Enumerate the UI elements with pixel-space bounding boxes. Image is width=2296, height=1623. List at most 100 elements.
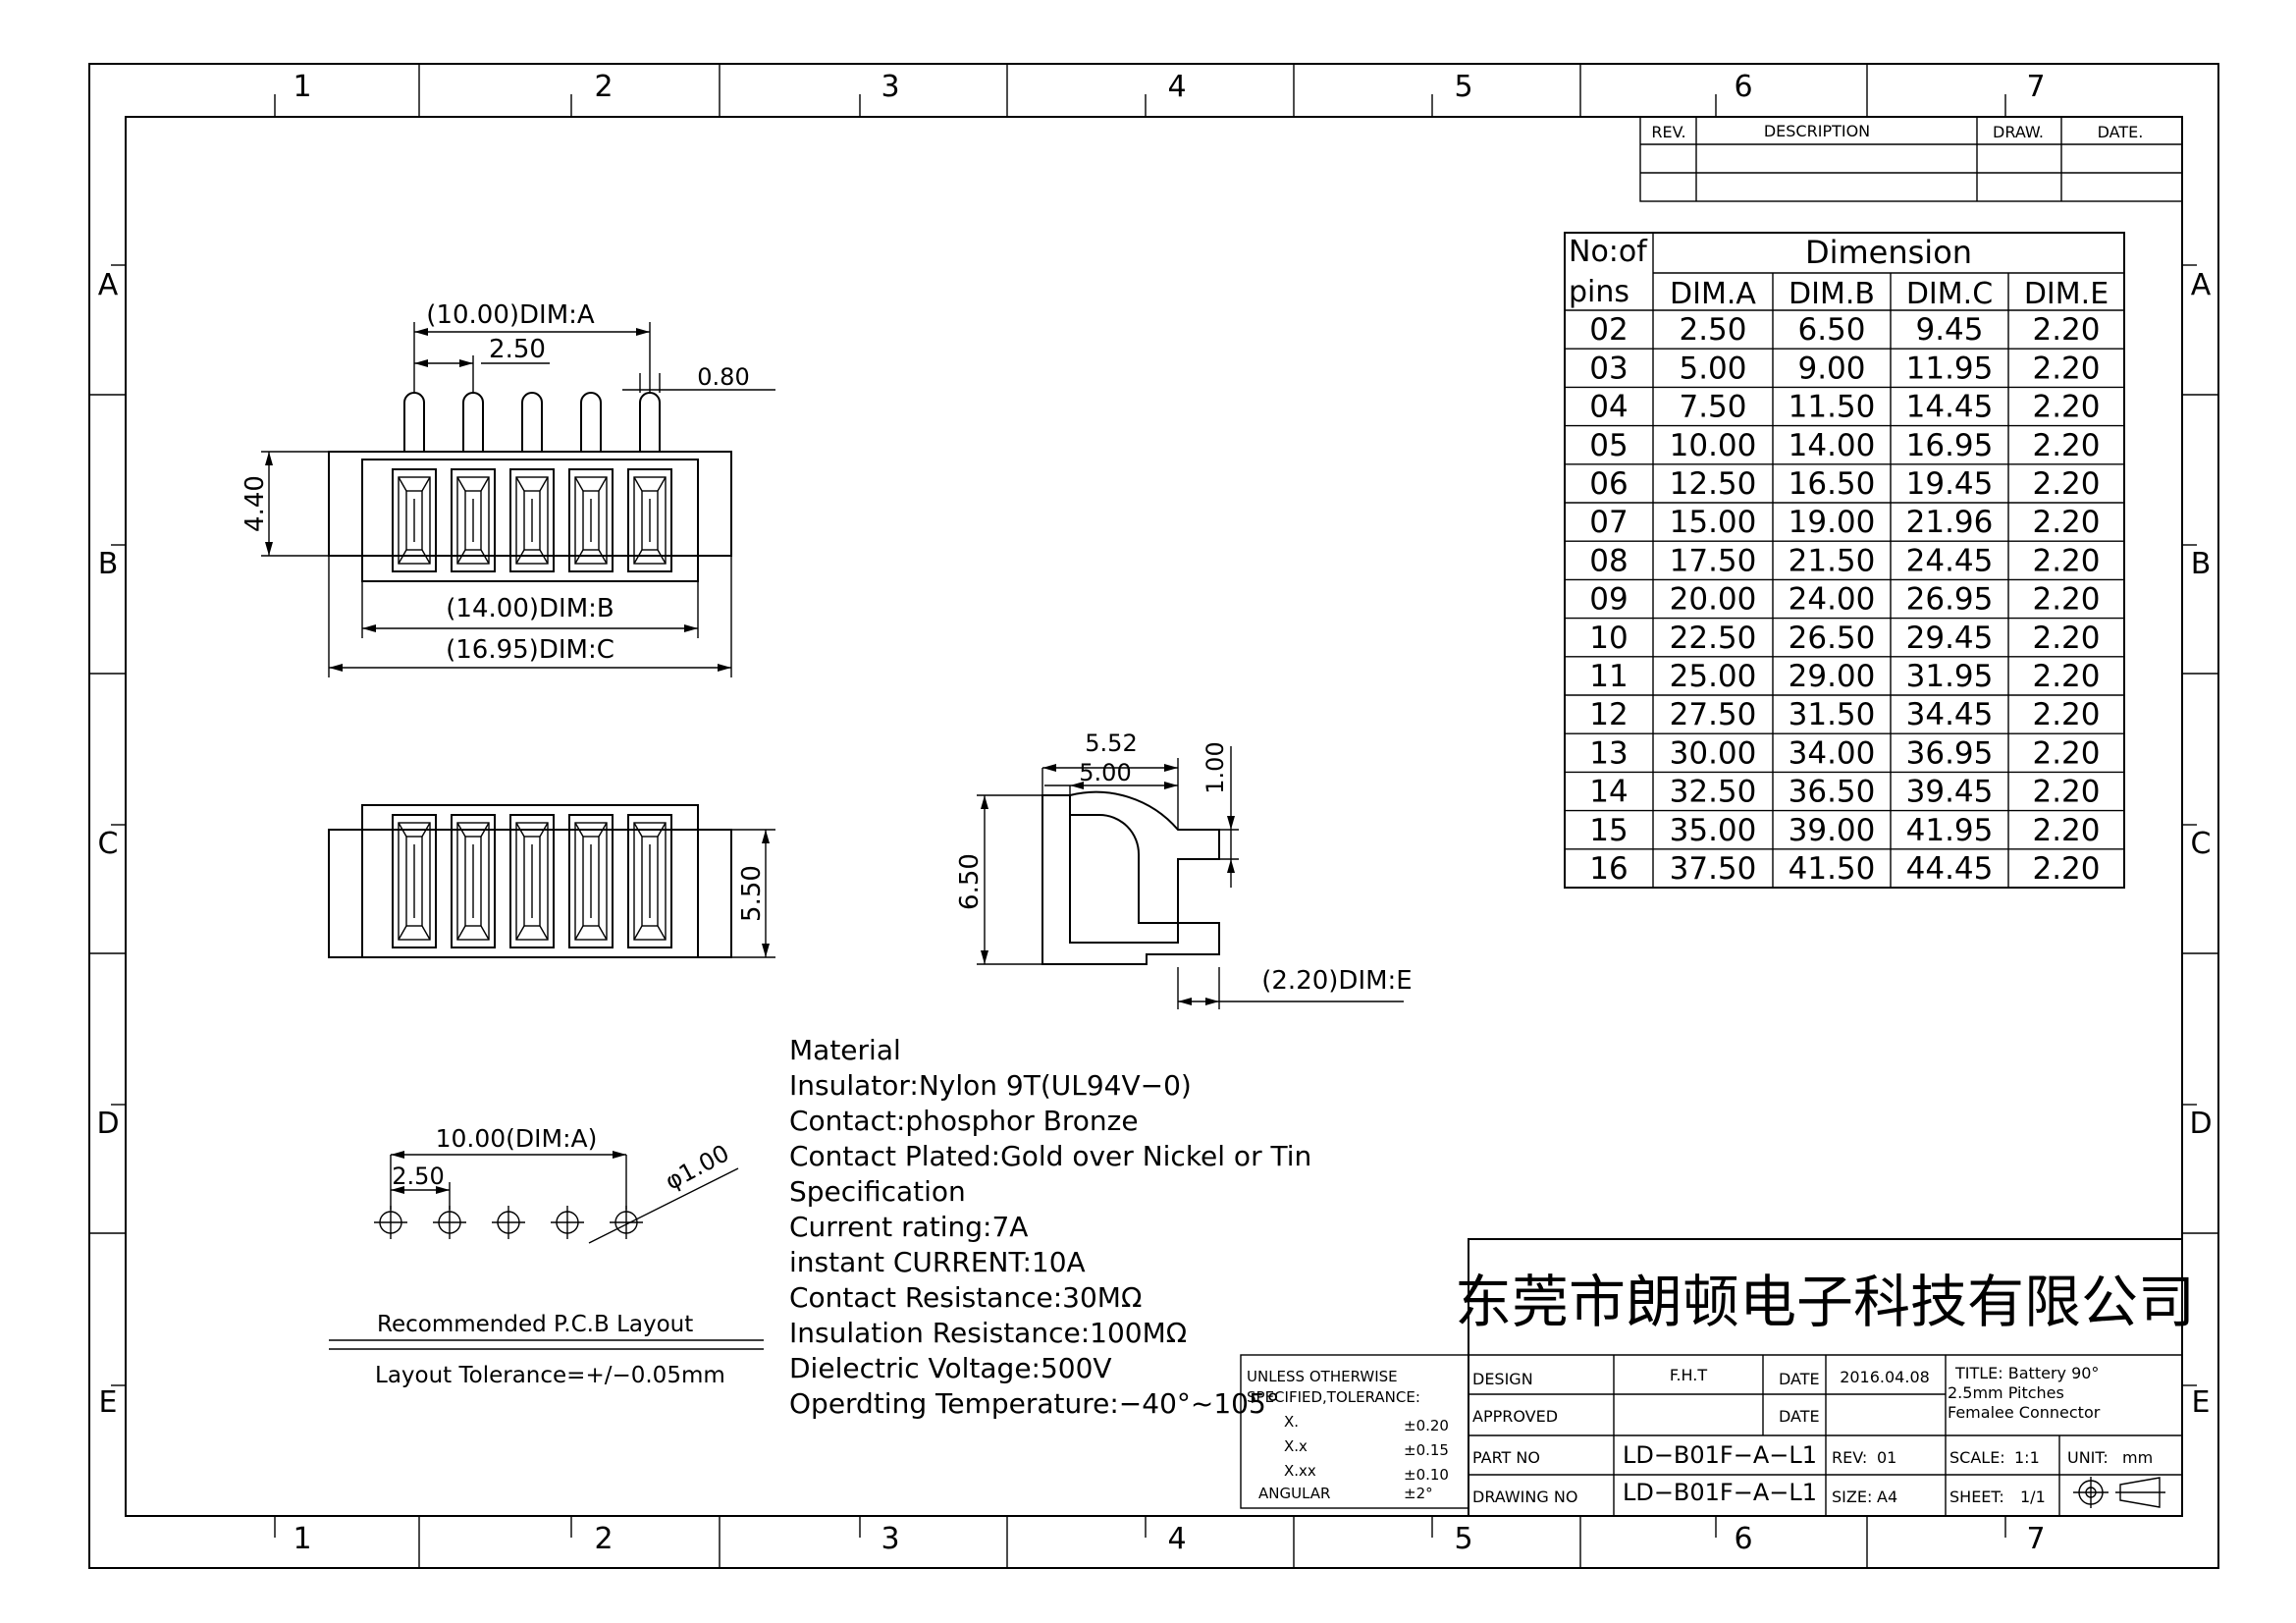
draw-header: DRAW. — [1993, 123, 2044, 141]
unit-value: mm — [2122, 1448, 2153, 1467]
size-label: SIZE: — [1832, 1488, 1872, 1506]
cell-pins-06: 06 — [1589, 466, 1628, 502]
cell-b-05: 14.00 — [1789, 428, 1876, 463]
pcb-holes — [374, 1206, 643, 1239]
cell-a-09: 20.00 — [1670, 582, 1757, 618]
cell-pins-05: 05 — [1589, 428, 1628, 463]
dim-a-label: (10.00)DIM:A — [426, 300, 595, 330]
note-line: Material — [789, 1034, 901, 1066]
dimension-table: No:of pins Dimension DIM.A DIM.B DIM.C D… — [1564, 232, 2125, 889]
col-header-dim-b: DIM.B — [1789, 277, 1875, 311]
row-label-left-c: C — [98, 827, 119, 861]
cell-pins-12: 12 — [1589, 697, 1628, 732]
note-line: instant CURRENT:10A — [789, 1246, 1086, 1278]
cell-pins-13: 13 — [1589, 735, 1628, 771]
cell-c-03: 11.95 — [1906, 351, 1994, 386]
cell-pins-04: 04 — [1589, 390, 1628, 425]
note-line: Contact:phosphor Bronze — [789, 1105, 1139, 1137]
note-line: Contact Resistance:30MΩ — [789, 1281, 1142, 1314]
sheet-value: 1/1 — [2020, 1488, 2046, 1506]
cell-c-07: 21.96 — [1906, 505, 1994, 540]
cell-e-10: 2.20 — [2032, 621, 2100, 656]
cell-e-11: 2.20 — [2032, 659, 2100, 694]
cell-b-08: 21.50 — [1789, 543, 1876, 578]
tolerance-header-1: UNLESS OTHERWISE — [1247, 1368, 1398, 1385]
cell-a-07: 15.00 — [1670, 505, 1757, 540]
tolerance-label-xx: X.x — [1284, 1437, 1308, 1455]
part-no-value: LD−B01F−A−L1 — [1623, 1441, 1817, 1469]
outer-width-label: 5.52 — [1085, 730, 1137, 757]
pcb-span-label: 10.00(DIM:A) — [436, 1124, 598, 1153]
cell-pins-15: 15 — [1589, 813, 1628, 848]
tolerance-label-x: X. — [1284, 1413, 1299, 1431]
cell-pins-09: 09 — [1589, 582, 1628, 618]
col-label-bottom-1: 1 — [293, 1522, 311, 1556]
cell-c-09: 26.95 — [1906, 582, 1994, 618]
contact-slot — [451, 468, 496, 572]
pcb-hole-icon — [492, 1206, 525, 1239]
cell-b-06: 16.50 — [1789, 466, 1876, 502]
side-view: 5.52 5.00 1.00 6.50 (2.20)DIM:E — [955, 730, 1413, 1009]
row-label-right-d: D — [2189, 1107, 2212, 1141]
cell-c-04: 14.45 — [1906, 390, 1994, 425]
contact-slot — [627, 814, 672, 948]
pin-2 — [462, 392, 484, 452]
col-label-top-2: 2 — [594, 70, 613, 104]
cell-b-14: 36.50 — [1789, 775, 1876, 810]
inner-width-label: 5.00 — [1079, 759, 1131, 786]
row-label-right-b: B — [2191, 547, 2212, 581]
note-line: Insulation Resistance:100MΩ — [789, 1317, 1187, 1349]
contact-slot — [509, 468, 555, 572]
row-label-left-d: D — [96, 1107, 119, 1141]
drawing-no-label: DRAWING NO — [1472, 1488, 1577, 1506]
tolerance-value-x: ±0.20 — [1404, 1417, 1449, 1434]
col-label-top-3: 3 — [881, 70, 899, 104]
cell-a-04: 7.50 — [1679, 390, 1746, 425]
size-value: A4 — [1877, 1488, 1897, 1506]
col-label-top-1: 1 — [293, 70, 311, 104]
rev-value: 01 — [1877, 1448, 1896, 1467]
contact-slot — [568, 468, 614, 572]
row-label-right-a: A — [2191, 268, 2212, 302]
housing-body — [361, 459, 699, 582]
table-group-header: Dimension — [1805, 234, 1972, 271]
contact-slot — [568, 814, 614, 948]
cell-e-08: 2.20 — [2032, 543, 2100, 578]
table-corner-no-of: No:of — [1569, 235, 1648, 269]
unit-label: UNIT: — [2067, 1448, 2109, 1467]
pcb-pitch-label: 2.50 — [392, 1163, 444, 1190]
side-contact — [1069, 790, 1220, 944]
pcb-tolerance-text: Layout Tolerance=+/−0.05mm — [375, 1363, 725, 1388]
pcb-hole-icon — [610, 1206, 643, 1239]
tolerance-value-angular: ±2° — [1404, 1485, 1433, 1502]
contact-slot — [627, 468, 672, 572]
front-body — [361, 804, 699, 958]
tolerance-label-xxx: X.xx — [1284, 1462, 1316, 1480]
scale-label: SCALE: — [1949, 1448, 2005, 1467]
cell-e-12: 2.20 — [2032, 697, 2100, 732]
cell-pins-16: 16 — [1589, 851, 1628, 887]
pin-3 — [521, 392, 543, 452]
cell-a-02: 2.50 — [1679, 312, 1746, 348]
col-label-bottom-2: 2 — [594, 1522, 613, 1556]
part-no-label: PART NO — [1472, 1448, 1540, 1467]
housing-flange — [328, 451, 732, 557]
cell-e-07: 2.20 — [2032, 505, 2100, 540]
cell-b-15: 39.00 — [1789, 813, 1876, 848]
design-date-value: 2016.04.08 — [1840, 1368, 1930, 1386]
cell-b-02: 6.50 — [1797, 312, 1865, 348]
cell-pins-11: 11 — [1589, 659, 1628, 694]
contact-slot — [509, 814, 555, 948]
approved-label: APPROVED — [1472, 1407, 1558, 1426]
date-header: DATE. — [2098, 123, 2144, 141]
tolerance-value-xx: ±0.15 — [1404, 1441, 1449, 1459]
drawing-frame: 1 2 3 4 5 6 7 1 2 3 4 5 6 7 A B C D E A … — [88, 63, 2219, 1569]
col-label-top-7: 7 — [2026, 70, 2045, 104]
col-header-dim-e: DIM.E — [2024, 277, 2109, 311]
cell-c-02: 9.45 — [1915, 312, 1983, 348]
col-header-dim-a: DIM.A — [1670, 277, 1756, 311]
cell-b-07: 19.00 — [1789, 505, 1876, 540]
dim-b-label: (14.00)DIM:B — [446, 594, 614, 623]
col-label-bottom-4: 4 — [1167, 1522, 1186, 1556]
